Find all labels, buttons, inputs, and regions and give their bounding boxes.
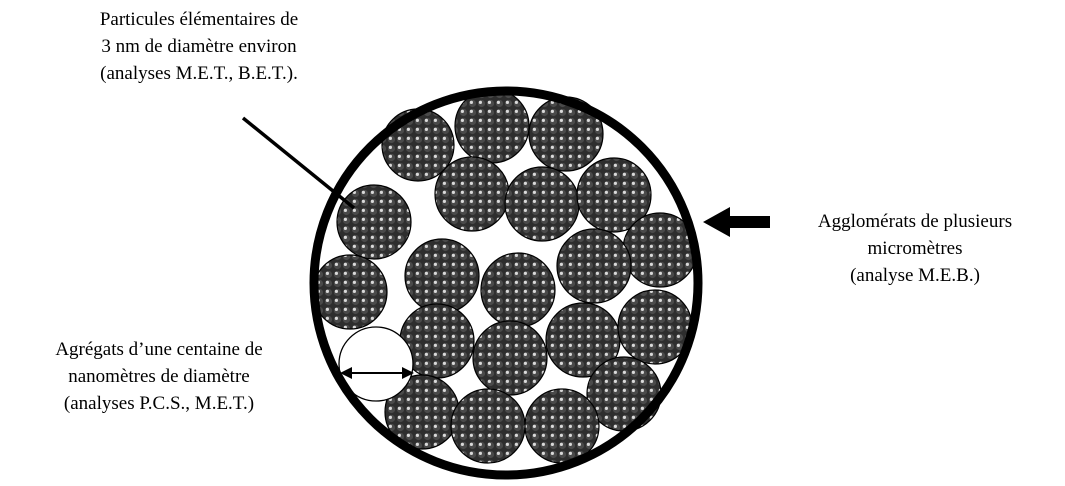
particles-pointer-line — [241, 116, 356, 210]
particles-label-line3: (analyses M.E.T., B.E.T.). — [100, 63, 298, 84]
aggregate-outline — [338, 326, 414, 402]
agglomerates-label-line1: Agglomérats de plusieurs — [817, 211, 1013, 232]
aggregate — [556, 228, 632, 304]
aggregates-label-line3: (analyses P.C.S., M.E.T.) — [63, 393, 255, 414]
aggregate — [454, 88, 530, 164]
aggregate — [312, 254, 388, 330]
agglomerates-label-line2: micromètres — [867, 238, 963, 259]
aggregate-particles — [312, 88, 698, 464]
aggregate — [504, 166, 580, 242]
agglomerate-boundary — [309, 86, 703, 480]
agglomerates-label-line3: (analyse M.E.B.) — [850, 265, 980, 286]
aggregate — [472, 320, 548, 396]
particles-label-line1: Particules élémentaires de — [99, 9, 299, 30]
aggregate — [450, 388, 526, 464]
aggregate — [480, 252, 556, 328]
aggregate — [576, 157, 652, 233]
aggregates-label-line2: nanomètres de diamètre — [68, 366, 250, 387]
aggregate — [404, 238, 480, 314]
aggregates-label: Agrégats d’une centaine de nanomètres de… — [0, 336, 318, 417]
diameter-arrow — [340, 367, 414, 379]
aggregate — [336, 184, 412, 260]
particles-label: Particules élémentaires de 3 nm de diamè… — [64, 6, 334, 87]
particles-label-line2: 3 nm de diamètre environ — [101, 36, 297, 57]
aggregate — [434, 156, 510, 232]
agglomerates-label: Agglomérats de plusieurs micromètres (an… — [770, 208, 1060, 289]
aggregates-label-line1: Agrégats d’une centaine de — [55, 339, 263, 360]
agglomerate-arrow — [703, 207, 770, 237]
